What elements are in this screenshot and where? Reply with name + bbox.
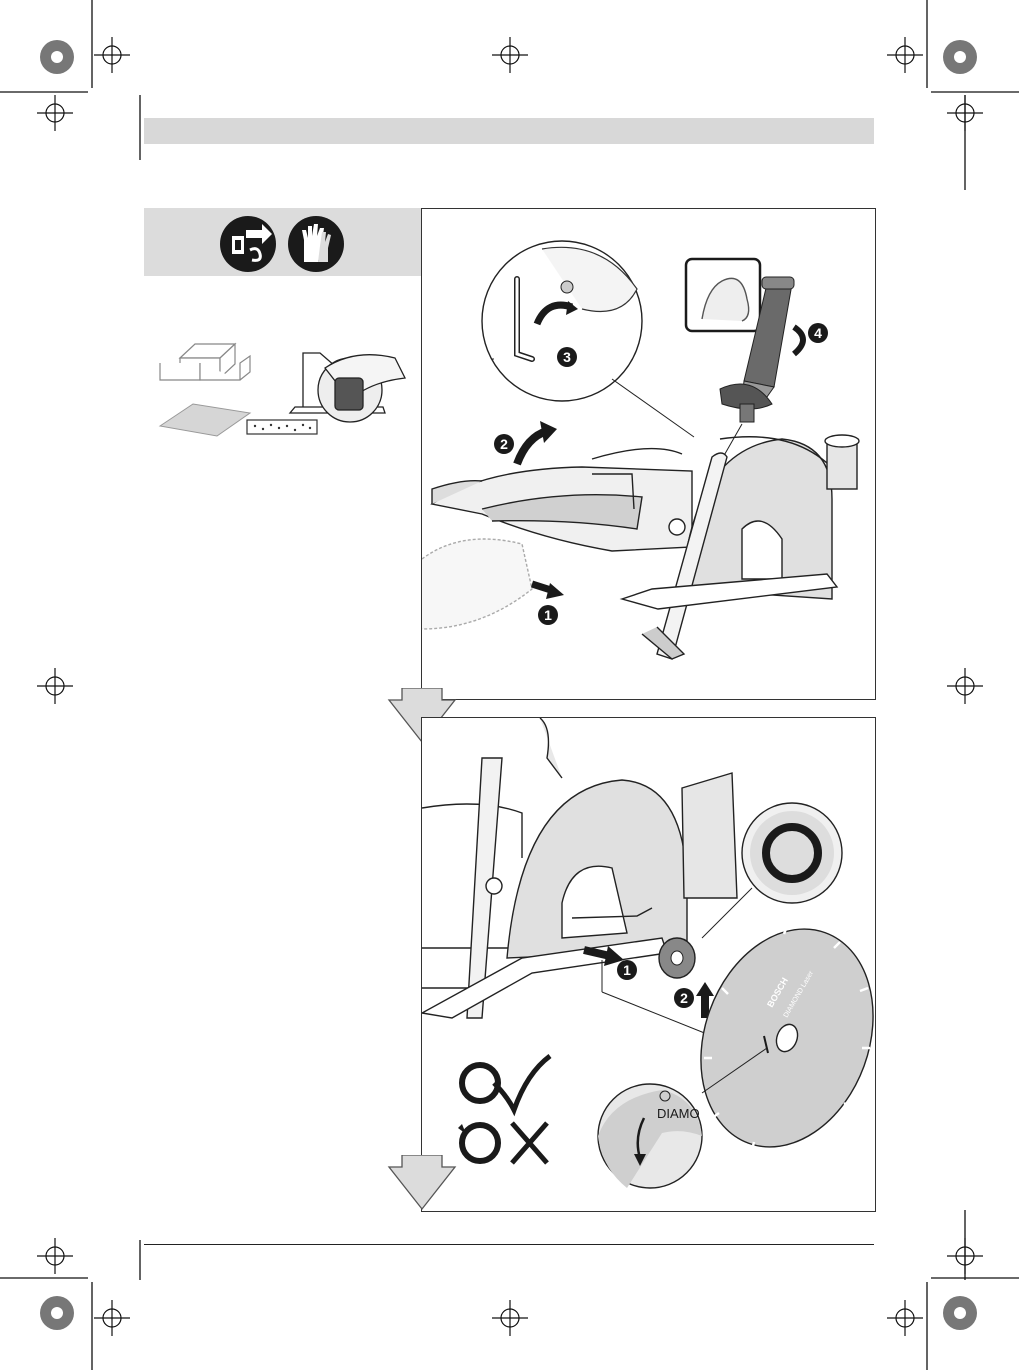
step2-panel: 1 2 BOSCH DIAMOND Laser	[421, 717, 876, 1212]
svg-text:2: 2	[500, 436, 508, 452]
wrong-direction-icon	[458, 1123, 547, 1163]
callout-4: 4	[808, 323, 828, 343]
rotate-up-arrow	[517, 421, 557, 464]
unplug-power-icon	[220, 216, 276, 272]
callout-2: 2	[494, 434, 514, 454]
stone-blocks-icon	[160, 344, 250, 380]
dust-strip-icon	[247, 420, 317, 434]
callout-2: 2	[674, 988, 694, 1008]
header-bar	[144, 118, 874, 144]
svg-text:1: 1	[544, 607, 552, 623]
svg-text:DIAMO: DIAMO	[657, 1106, 700, 1121]
wear-gloves-icon	[288, 216, 344, 272]
callout-3: 3	[557, 347, 577, 367]
step1-illustration: 3 4	[422, 209, 875, 699]
step1-panel: 3 4	[421, 208, 876, 700]
tile-slab-icon	[160, 404, 250, 436]
down-arrow-icon	[387, 1155, 457, 1211]
svg-text:3: 3	[563, 349, 571, 365]
callout-1: 1	[617, 960, 637, 980]
callout-1: 1	[538, 605, 558, 625]
correct-direction-icon	[462, 1056, 550, 1110]
svg-text:1: 1	[623, 962, 631, 978]
hex-key-zoom	[482, 241, 694, 437]
auxiliary-handle	[686, 259, 803, 459]
step2-illustration: 1 2 BOSCH DIAMOND Laser	[422, 718, 875, 1211]
cutter-on-guide-icon	[290, 353, 405, 422]
svg-text:4: 4	[814, 325, 822, 341]
flange-washer	[659, 938, 695, 978]
svg-text:2: 2	[680, 990, 688, 1006]
footer-rule	[144, 1244, 874, 1245]
safety-panel	[144, 208, 421, 276]
materials-illustration	[155, 338, 415, 448]
push-arrow	[532, 583, 564, 599]
safety-icons	[144, 208, 421, 276]
